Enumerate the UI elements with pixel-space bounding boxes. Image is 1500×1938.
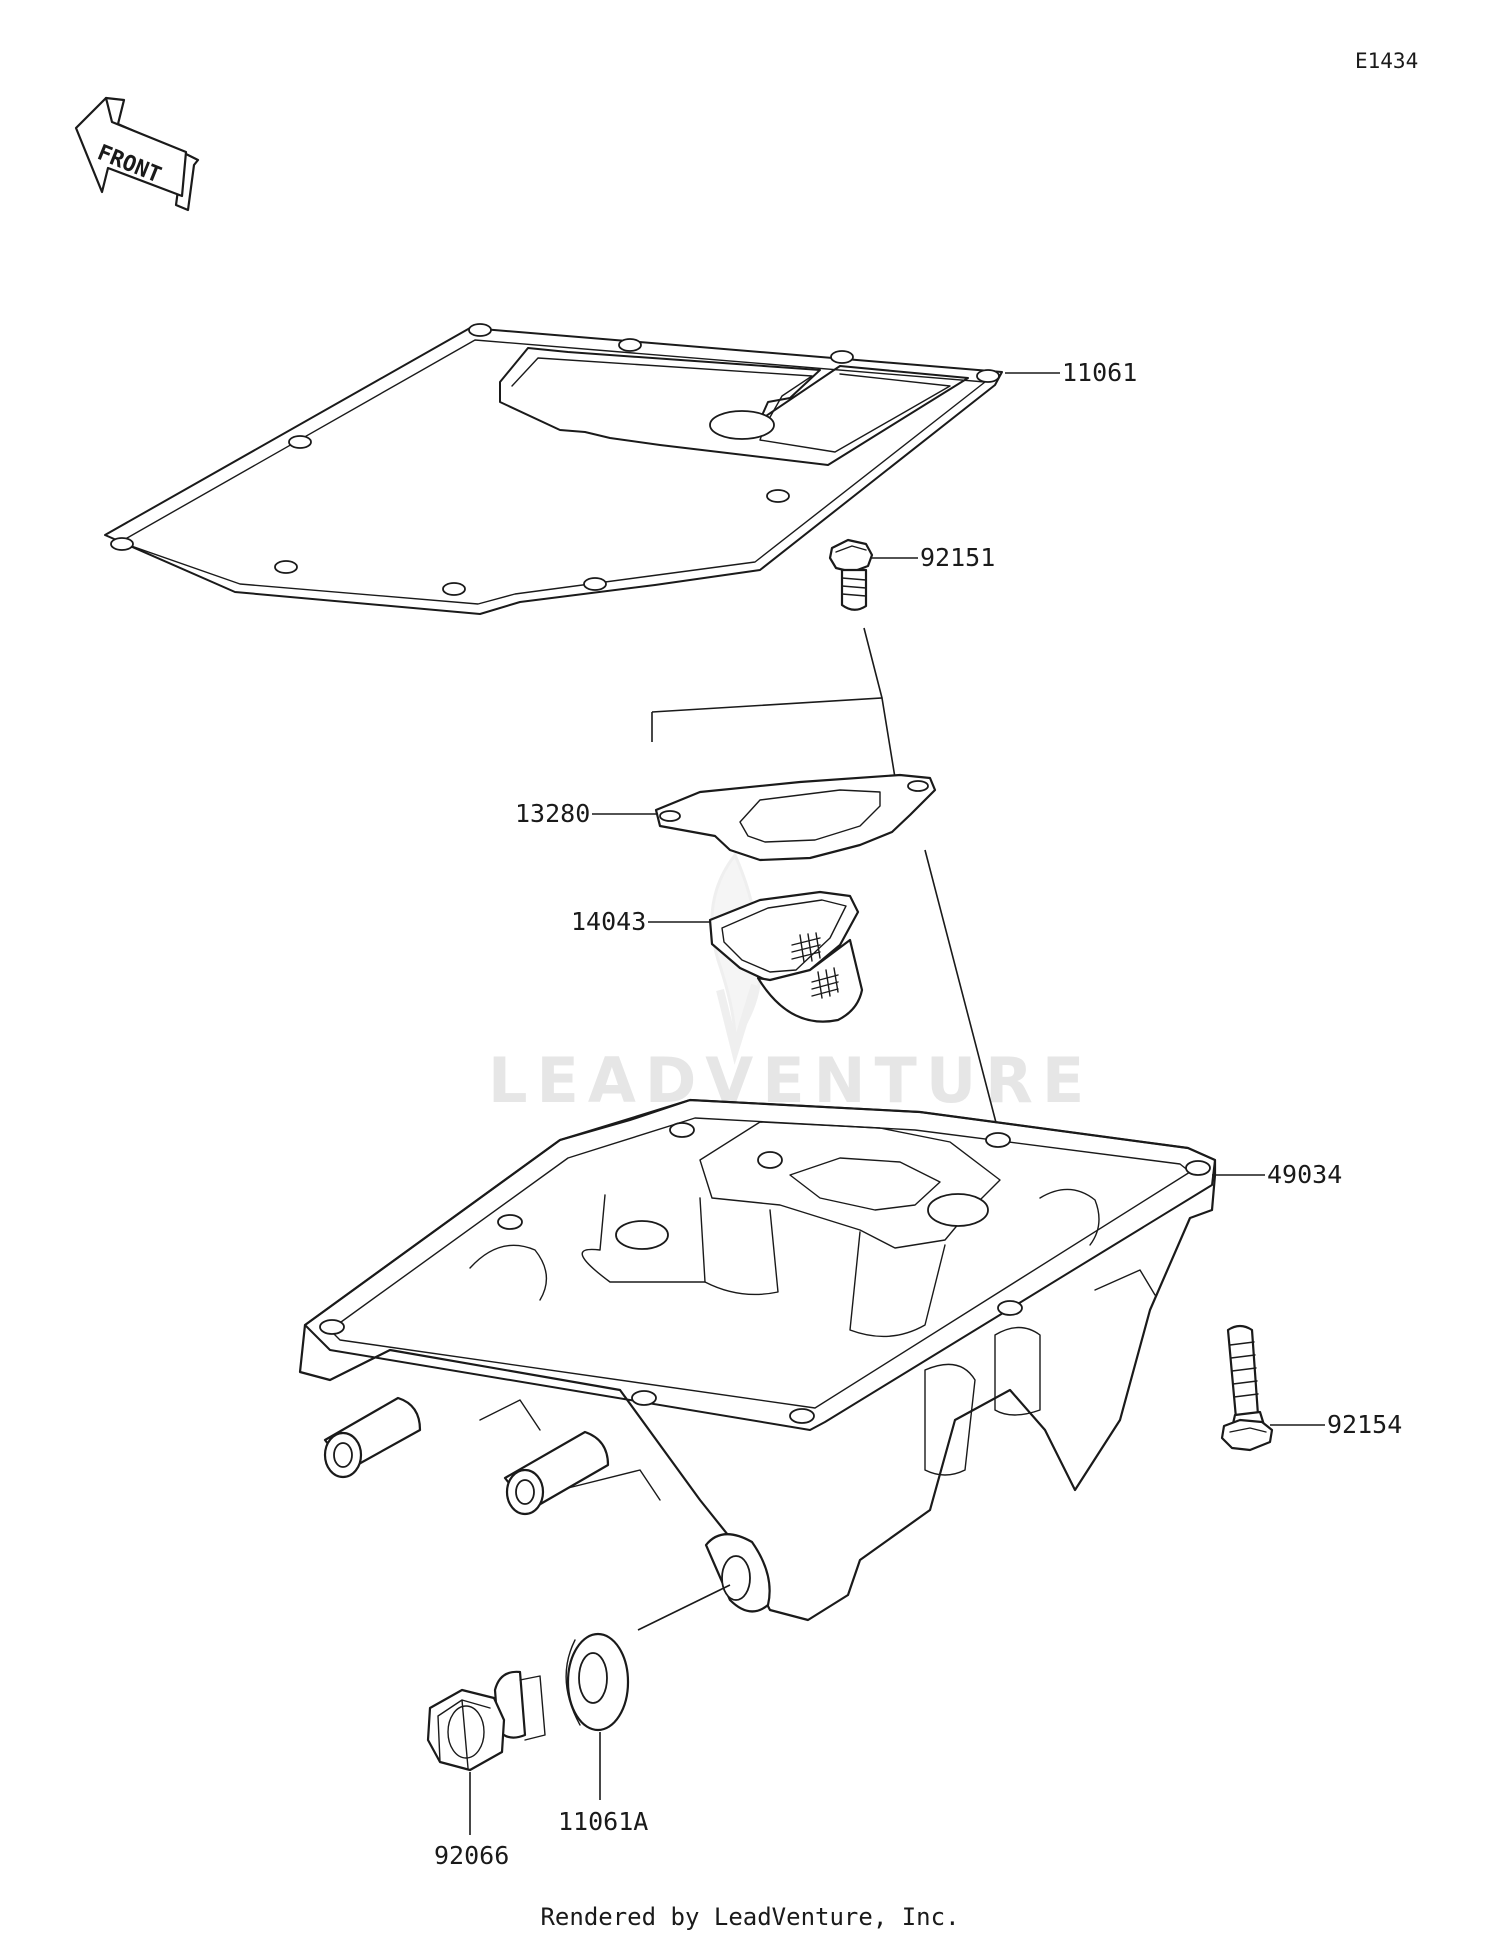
front-arrow-icon: FRONT [74, 96, 200, 212]
footer-credit: Rendered by LeadVenture, Inc. [540, 1903, 959, 1931]
bolt-bracket-line [651, 627, 898, 791]
part-label-92151[interactable]: 92151 [920, 543, 995, 572]
part-label-92066[interactable]: 92066 [434, 1841, 509, 1870]
drain-plug-washer[interactable] [565, 1632, 630, 1732]
oil-pan[interactable] [298, 1098, 1217, 1622]
part-label-14043[interactable]: 14043 [571, 907, 646, 936]
part-label-11061[interactable]: 11061 [1062, 358, 1137, 387]
oil-strainer[interactable] [708, 890, 864, 1023]
strainer-bolt[interactable] [828, 538, 874, 611]
part-label-11061A[interactable]: 11061A [558, 1807, 648, 1836]
part-label-49034[interactable]: 49034 [1267, 1160, 1342, 1189]
drain-leader-line [637, 1584, 731, 1631]
oil-pan-gasket[interactable] [104, 323, 1003, 615]
part-label-13280[interactable]: 13280 [515, 799, 590, 828]
bolt-to-pan-line [924, 849, 1001, 1139]
part-label-92154[interactable]: 92154 [1327, 1410, 1402, 1439]
oil-pan-bolt[interactable] [1220, 1324, 1274, 1452]
strainer-plate[interactable] [654, 773, 937, 862]
drain-plug[interactable] [426, 1670, 546, 1772]
diagram-id: E1434 [1355, 49, 1418, 73]
